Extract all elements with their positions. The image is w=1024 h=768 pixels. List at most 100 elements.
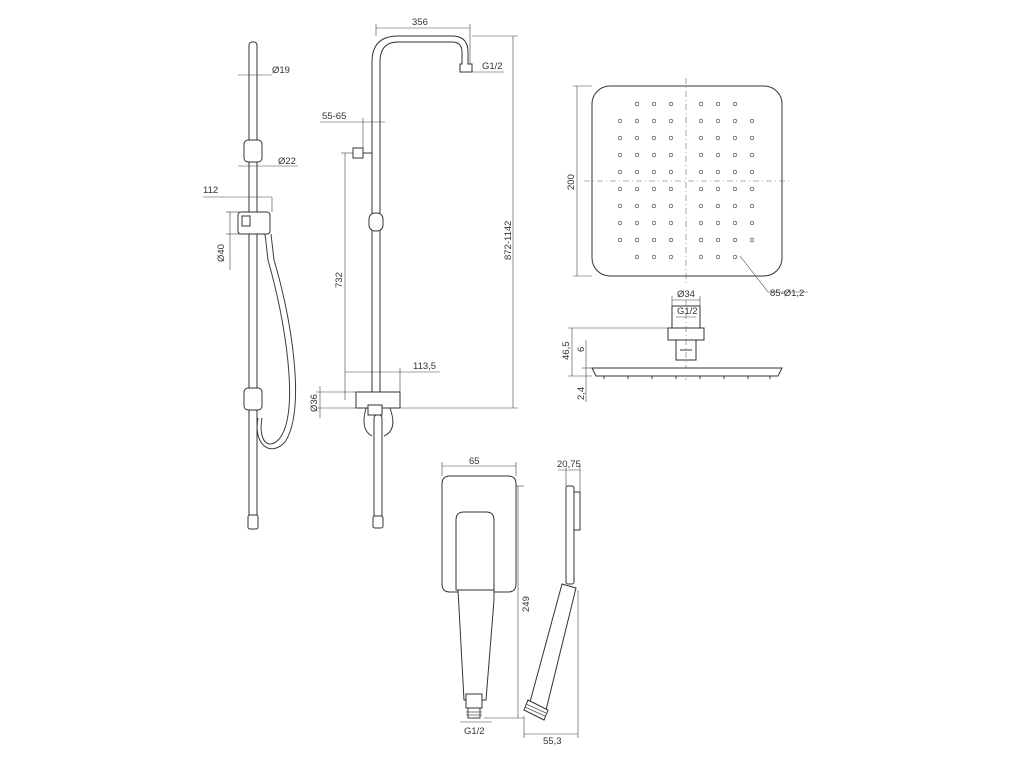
nozzle <box>698 169 704 175</box>
nozzle <box>668 237 674 243</box>
nozzle <box>715 135 721 141</box>
nozzle <box>668 254 674 260</box>
nozzle <box>651 203 657 209</box>
dim-thread-top: G1/2 <box>482 61 503 72</box>
dim-nozzle-count: 85-Ø1,2 <box>770 288 804 299</box>
nozzle <box>617 220 623 226</box>
nozzle <box>634 203 640 209</box>
dim-diameter-19: Ø19 <box>272 65 290 76</box>
nozzle <box>617 237 623 243</box>
dim-connector-34: Ø34 <box>677 289 695 300</box>
nozzle <box>668 203 674 209</box>
hand-shower-side-view: 20,75 55,3 <box>523 459 581 747</box>
shower-hose <box>260 233 291 445</box>
nozzle <box>749 220 755 226</box>
dim-height-249: 249 <box>521 596 532 612</box>
dim-width-356: 356 <box>412 17 428 28</box>
mixer-outlet <box>367 404 383 416</box>
nozzle <box>651 152 657 158</box>
hand-shower-neck <box>455 511 495 591</box>
dim-size-200: 200 <box>566 174 577 190</box>
nozzle <box>749 186 755 192</box>
nozzle <box>634 135 640 141</box>
nozzle-grid <box>617 101 755 260</box>
nozzle <box>715 203 721 209</box>
nozzle <box>749 237 755 243</box>
nozzle <box>617 118 623 124</box>
nozzle <box>617 186 623 192</box>
dim-height-6: 6 <box>576 347 587 352</box>
hand-shower-outlet <box>465 693 483 709</box>
dim-height-2-4: 2,4 <box>576 387 587 400</box>
nozzle <box>732 220 738 226</box>
head-shower-profile <box>591 367 783 377</box>
dim-diameter-40: Ø40 <box>216 244 227 262</box>
nozzle <box>749 118 755 124</box>
nozzle <box>668 101 674 107</box>
nozzle <box>715 186 721 192</box>
nozzle <box>749 203 755 209</box>
rail-end-cap <box>247 514 259 530</box>
nozzle <box>668 220 674 226</box>
nozzle <box>715 101 721 107</box>
nozzle <box>651 254 657 260</box>
nozzle <box>698 203 704 209</box>
slide-rail-view: Ø19 Ø22 112 Ø40 <box>203 41 298 530</box>
dim-width-55-3: 55,3 <box>543 736 562 747</box>
nozzle <box>732 135 738 141</box>
nozzle <box>617 152 623 158</box>
nozzle <box>715 254 721 260</box>
nozzle <box>698 220 704 226</box>
dim-diameter-36: Ø36 <box>309 394 320 412</box>
nozzle <box>698 186 704 192</box>
nozzle <box>651 186 657 192</box>
hand-shower-handle <box>457 589 495 701</box>
nozzle <box>749 169 755 175</box>
nozzle <box>651 118 657 124</box>
nozzle <box>651 169 657 175</box>
dim-width-113-5: 113,5 <box>413 361 436 372</box>
nozzle <box>668 152 674 158</box>
diverter-knob <box>352 147 364 159</box>
nozzle <box>732 186 738 192</box>
shower-column-arm <box>371 35 473 406</box>
nozzle <box>617 169 623 175</box>
nozzle <box>651 135 657 141</box>
nozzle <box>715 118 721 124</box>
dim-height-732: 732 <box>334 272 345 288</box>
nozzle <box>732 169 738 175</box>
hand-shower-face-side <box>565 485 575 585</box>
nozzle <box>732 203 738 209</box>
nozzle <box>732 101 738 107</box>
dim-diameter-22: Ø22 <box>278 156 296 167</box>
nozzle <box>749 152 755 158</box>
nozzle <box>698 101 704 107</box>
nozzle <box>715 237 721 243</box>
nozzle <box>634 237 640 243</box>
dim-head-thread: G1/2 <box>677 306 698 317</box>
nozzle <box>651 101 657 107</box>
nozzle <box>732 254 738 260</box>
nozzle <box>732 237 738 243</box>
nozzle <box>698 237 704 243</box>
wall-bracket-upper <box>243 139 263 163</box>
hand-shower-handle-side <box>529 583 577 711</box>
head-shower-side-view: Ø34 G1/2 46,5 6 2,4 <box>561 289 783 402</box>
dim-width-112: 112 <box>203 185 218 196</box>
column-sleeve <box>368 212 384 232</box>
nozzle <box>651 237 657 243</box>
nozzle <box>634 169 640 175</box>
head-shower-top-view: 200 85-Ø1,2 <box>566 78 808 299</box>
nozzle <box>617 203 623 209</box>
nozzle <box>732 152 738 158</box>
nozzle <box>634 254 640 260</box>
nozzle <box>634 118 640 124</box>
nozzle <box>715 169 721 175</box>
nozzle <box>749 135 755 141</box>
shower-column-view: 356 G1/2 55-65 872-1142 732 113,5 Ø36 <box>309 17 518 529</box>
dim-offset-55-65: 55-65 <box>322 111 346 122</box>
holder-knob <box>241 215 251 227</box>
dim-width-20-75: 20,75 <box>557 459 581 470</box>
nozzle <box>698 118 704 124</box>
